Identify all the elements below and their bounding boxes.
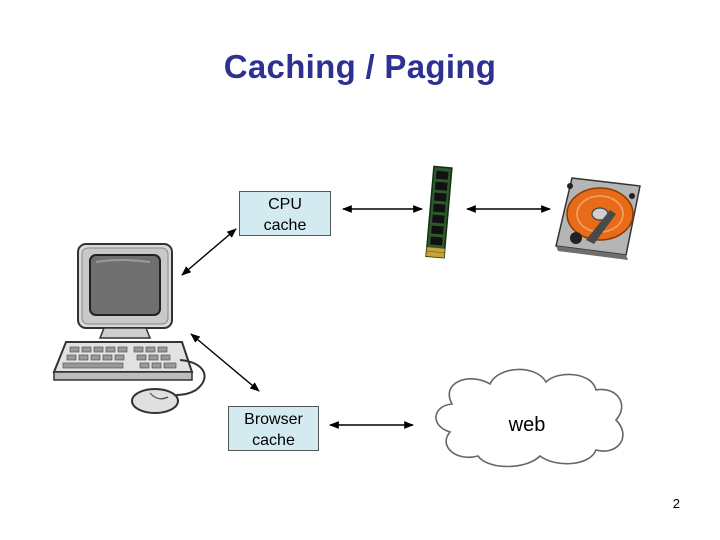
cloud-web-label: web (508, 414, 546, 436)
slide-title: Caching / Paging (223, 48, 497, 85)
cloud-icon (435, 368, 624, 468)
browser-cache-line2: cache (252, 432, 295, 449)
page-number: 2 (672, 496, 680, 511)
ram-module-icon (425, 165, 453, 259)
browser-cache-box: Browser cache (228, 406, 319, 451)
cpu-cache-line1: CPU (268, 196, 302, 213)
arrow-computer-cpu (181, 228, 237, 276)
cpu-cache-line2: cache (263, 217, 307, 234)
hard-disk-drive-icon (555, 177, 641, 260)
browser-cache-line1: Browser (244, 411, 303, 428)
cpu-cache-box: CPU cache (239, 191, 331, 236)
desktop-computer-icon (52, 243, 206, 414)
arrow-computer-browser (190, 333, 260, 392)
